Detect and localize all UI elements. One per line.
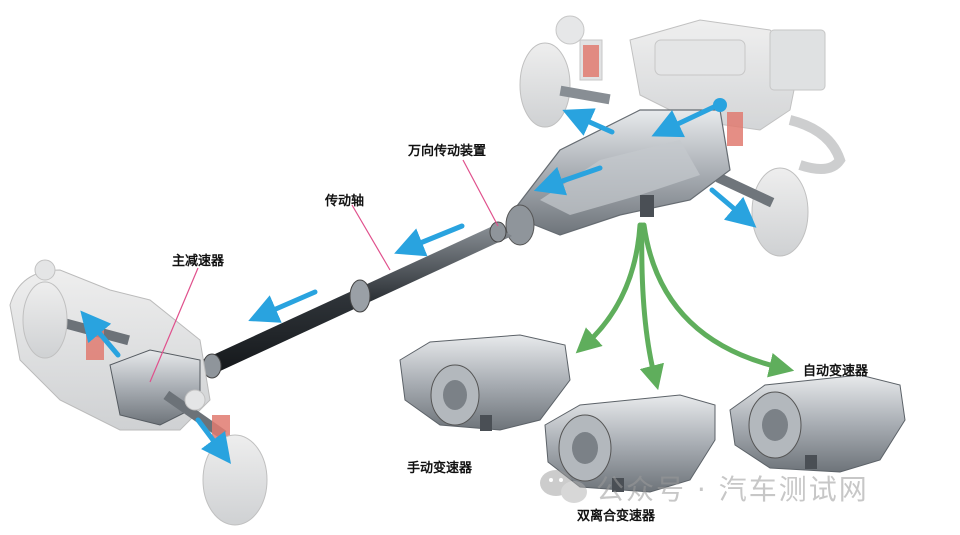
- label-auto-transmission: 自动变速器: [803, 364, 869, 379]
- flow-arrow-front-left: [562, 108, 615, 136]
- label-universal-joint: 万向传动装置: [408, 144, 487, 159]
- watermark-text: 公众号 · 汽车测试网: [596, 473, 869, 506]
- main-transmission: [505, 109, 731, 246]
- flow-arrow-shaft-lower: [248, 289, 318, 323]
- power-flow-arrows: [80, 98, 757, 464]
- transmission-options-arrows: [575, 222, 795, 391]
- rear-axle-assembly: [9, 259, 268, 526]
- label-final-drive: 主减速器: [172, 254, 225, 269]
- flow-arrow-shaft-upper: [394, 223, 465, 257]
- flow-arrow-engine-out: [651, 102, 721, 138]
- dual-clutch-transmission-image: [544, 394, 716, 493]
- label-manual-transmission: 手动变速器: [407, 461, 473, 476]
- label-drive-shaft: 传动轴: [325, 194, 365, 209]
- front-springs: [583, 45, 743, 146]
- leader-lines: [149, 159, 499, 383]
- branch-arrow-auto: [641, 222, 795, 378]
- branch-arrow-dual-clutch: [639, 222, 664, 391]
- flow-arrow-gearbox: [533, 165, 603, 196]
- flow-arrow-rear-right: [195, 417, 231, 464]
- drive-shaft: [202, 221, 512, 379]
- auto-transmission-image: [729, 374, 906, 473]
- leader-final-drive: [149, 267, 199, 383]
- flow-arrow-rear-left: [80, 310, 121, 358]
- branch-arrow-manual: [575, 222, 643, 354]
- label-dual-clutch-transmission: 双离合变速器: [577, 509, 656, 524]
- leader-universal-joint: [462, 159, 499, 227]
- flow-arrow-front-right: [709, 187, 757, 228]
- manual-transmission-image: [399, 334, 571, 431]
- leader-drive-shaft: [351, 204, 391, 271]
- front-wheel-hubs: [519, 42, 809, 257]
